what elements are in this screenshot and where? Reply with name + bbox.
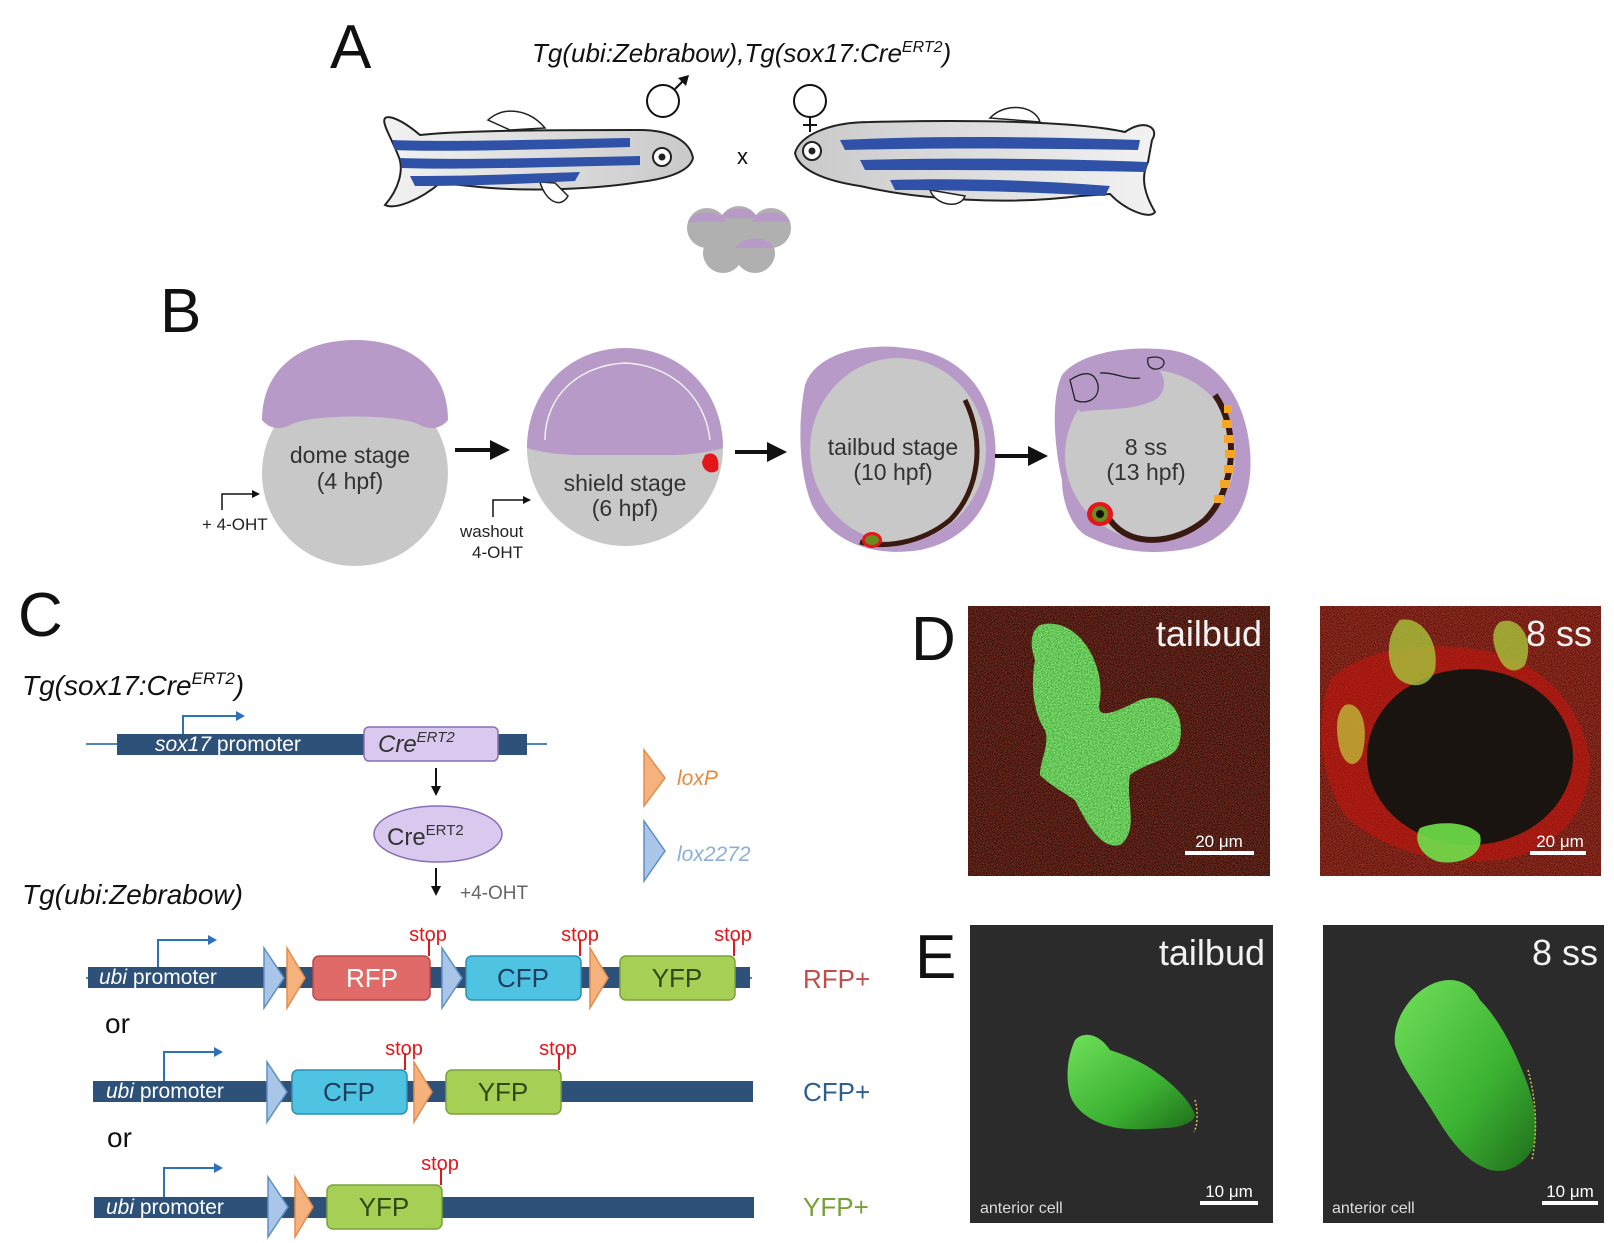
- tailbud-confocal-image: tailbud 20 μm: [968, 606, 1270, 876]
- arrow-icon: [735, 442, 787, 462]
- ubi-promoter-label: ubi promoter: [99, 966, 217, 989]
- cre-protein: [373, 805, 503, 863]
- dome-stage-time: (4 hpf): [317, 468, 383, 494]
- d-8ss-label: 8 ss: [1526, 613, 1592, 654]
- yfp-box-label: YFP: [652, 963, 703, 993]
- female-symbol-icon: [793, 84, 827, 132]
- loxp-label: loxP: [677, 767, 718, 790]
- tailbud-stage-embryo: tailbud stage (10 hpf): [800, 346, 996, 552]
- embryo-cluster-icon: [687, 206, 791, 273]
- e-caption-right: anterior cell: [1332, 1200, 1415, 1217]
- panel-e: E tailbud 10 μm anterior cell 8 ss 10 μm…: [915, 923, 1604, 1223]
- cre-box: [363, 726, 499, 762]
- 8ss-stage-label: 8 ss: [1125, 434, 1167, 460]
- tailbud-stage-label: tailbud stage: [828, 434, 958, 460]
- e-tailbud-label: tailbud: [1159, 932, 1265, 973]
- or-label: or: [107, 1122, 132, 1153]
- stop-label: stop: [714, 924, 752, 946]
- tg-zebrabow-title: Tg(ubi:Zebrabow): [22, 879, 243, 910]
- panel-b: B dome stage (4 hpf) + 4-OHT shield stag…: [160, 277, 1251, 566]
- cross-symbol: x: [737, 144, 748, 169]
- ubi-promoter-label: ubi promoter: [106, 1080, 224, 1103]
- male-symbol-icon: [646, 75, 689, 118]
- shield-stage-time: (6 hpf): [592, 495, 658, 521]
- cre-box-label: CreERT2: [378, 729, 455, 758]
- panel-d: D tailbud 20 μm 8 ss 20 μm: [911, 605, 1601, 876]
- add-4oht-marker: + 4-OHT: [202, 490, 268, 534]
- stop-label: stop: [385, 1038, 423, 1060]
- stop-label: stop: [539, 1038, 577, 1060]
- ubi-promoter-label: ubi promoter: [106, 1196, 224, 1219]
- 8ss-3d-render: 8 ss 10 μm anterior cell: [1323, 925, 1604, 1223]
- washout-4oht-label: 4-OHT: [472, 543, 523, 562]
- 8ss-stage-time: (13 hpf): [1106, 459, 1185, 485]
- cfp-outcome-label: CFP+: [803, 1077, 870, 1107]
- washout-marker: washout 4-OHT: [459, 496, 531, 562]
- panel-a: A Tg(ubi:Zebrabow),Tg(sox17:CreERT2) x: [330, 13, 1157, 273]
- e-caption-left: anterior cell: [980, 1200, 1063, 1217]
- d-scale-left: 20 μm: [1195, 832, 1243, 851]
- cfp-box-label: CFP: [323, 1077, 375, 1107]
- tailbud-3d-render: tailbud 10 μm anterior cell: [970, 925, 1273, 1223]
- dome-stage-label: dome stage: [290, 442, 410, 468]
- d-scale-right: 20 μm: [1536, 832, 1584, 851]
- zebrabow-construct-yfp: ubi promoter YFP stop YFP+: [94, 1153, 869, 1240]
- zebrabow-construct-rfp: ubi promoter RFP stop CFP stop YFP stop …: [86, 924, 870, 1011]
- yfp-box-label: YFP: [478, 1077, 529, 1107]
- lox2272-legend: lox2272: [643, 818, 751, 884]
- dome-stage-embryo: dome stage (4 hpf): [262, 340, 448, 566]
- 8ss-stage-embryo: 8 ss (13 hpf): [1054, 348, 1251, 553]
- cfp-box-label: CFP: [497, 963, 549, 993]
- yfp-box: [619, 955, 736, 1001]
- e-scale-left: 10 μm: [1205, 1182, 1253, 1201]
- lox2272-label: lox2272: [677, 843, 751, 866]
- shield-stage-embryo: shield stage (6 hpf): [527, 348, 723, 546]
- washout-label: washout: [459, 522, 524, 541]
- or-label: or: [105, 1008, 130, 1039]
- sox17-promoter-label: sox17 promoter: [155, 733, 301, 756]
- panel-b-letter: B: [160, 277, 201, 346]
- e-scale-right: 10 μm: [1546, 1182, 1594, 1201]
- panel-a-letter: A: [330, 13, 372, 82]
- stop-label: stop: [409, 924, 447, 946]
- panel-c: C Tg(sox17:CreERT2) sox17 promoter CreER…: [18, 581, 870, 1240]
- cre-protein-label: CreERT2: [387, 822, 464, 851]
- arrow-icon: [995, 446, 1048, 466]
- rfp-box-label: RFP: [346, 963, 398, 993]
- 8ss-confocal-image: 8 ss 20 μm: [1320, 606, 1601, 876]
- add-4oht-label: + 4-OHT: [202, 515, 268, 534]
- yfp-box-label: YFP: [359, 1192, 410, 1222]
- e-8ss-label: 8 ss: [1532, 932, 1598, 973]
- tailbud-stage-time: (10 hpf): [853, 459, 932, 485]
- cfp-box: [465, 955, 582, 1001]
- yfp-outcome-label: YFP+: [803, 1192, 869, 1222]
- female-fish-icon: [793, 106, 1157, 216]
- stop-label: stop: [561, 924, 599, 946]
- promoter-arrow-icon: [182, 711, 245, 734]
- yfp-box: [326, 1184, 443, 1230]
- rfp-box: [312, 955, 431, 1001]
- rfp-outcome-label: RFP+: [803, 964, 870, 994]
- tg-sox17-title: Tg(sox17:CreERT2): [22, 669, 244, 701]
- d-tailbud-label: tailbud: [1156, 613, 1262, 654]
- yfp-box: [445, 1069, 562, 1115]
- cfp-box: [291, 1069, 408, 1115]
- 4oht-label: +4-OHT: [460, 883, 528, 904]
- panel-d-letter: D: [911, 605, 956, 674]
- arrow-icon: [455, 440, 510, 460]
- zebrabow-construct-cfp: ubi promoter CFP stop YFP stop CFP+: [93, 1038, 870, 1125]
- panel-a-title: Tg(ubi:Zebrabow),Tg(sox17:CreERT2): [532, 38, 951, 68]
- panel-c-letter: C: [18, 581, 63, 650]
- shield-stage-label: shield stage: [564, 470, 687, 496]
- loxp-legend: loxP: [643, 747, 718, 809]
- stop-label: stop: [421, 1153, 459, 1175]
- panel-e-letter: E: [915, 923, 956, 992]
- male-fish-icon: [383, 110, 695, 208]
